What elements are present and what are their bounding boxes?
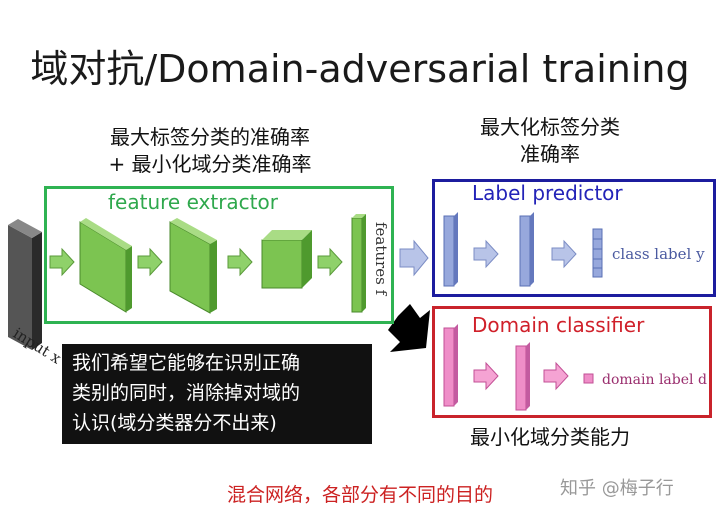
caption-line: 准确率 [520,142,580,166]
features-label: features f [372,222,390,297]
caption-line: 最大化标签分类 [480,115,620,139]
class-label-output: class label y [612,245,705,263]
domain-classifier-layers [443,324,594,411]
domain-classifier-title: Domain classifier [472,313,645,337]
caption-line: 最大标签分类的准确率 [110,125,310,149]
explanation-note: 我们希望它能够在识别正确 类别的同时，消除掉对域的 认识(域分类器分不出来) [62,344,372,444]
note-line: 认识(域分类器分不出来) [72,412,277,434]
features-to-predictor-arrow [399,239,429,277]
domain-classifier-box [432,306,712,418]
note-line: 类别的同时，消除掉对域的 [72,382,301,404]
features-to-domain-arrow [388,304,430,352]
label-predictor-layers [443,212,603,287]
domain-classifier-arrows [473,361,569,391]
domain-label-output: domain label d [602,372,707,388]
feature-extractor-arrows [49,247,343,277]
label-predictor-title: Label predictor [472,181,623,205]
feature-extractor-title: feature extractor [108,190,278,214]
objective-caption-left: 最大标签分类的准确率 + 最小化域分类准确率 [70,124,350,178]
page-title: 域对抗/Domain-adversarial training [30,47,690,91]
footer-caption: 混合网络，各部分有不同的目的 [226,484,493,506]
objective-caption-right: 最大化标签分类 准确率 [440,114,660,168]
feature-extractor-layers [79,214,366,314]
objective-caption-bottom: 最小化域分类能力 [470,425,630,449]
label-predictor-box [432,179,716,297]
input-image-icon [8,219,42,350]
watermark: 知乎 @梅子行 [560,478,674,499]
label-predictor-arrows [473,239,577,269]
caption-line: + 最小化域分类准确率 [108,152,312,176]
feature-extractor-box [44,186,394,324]
note-line: 我们希望它能够在识别正确 [72,352,301,374]
